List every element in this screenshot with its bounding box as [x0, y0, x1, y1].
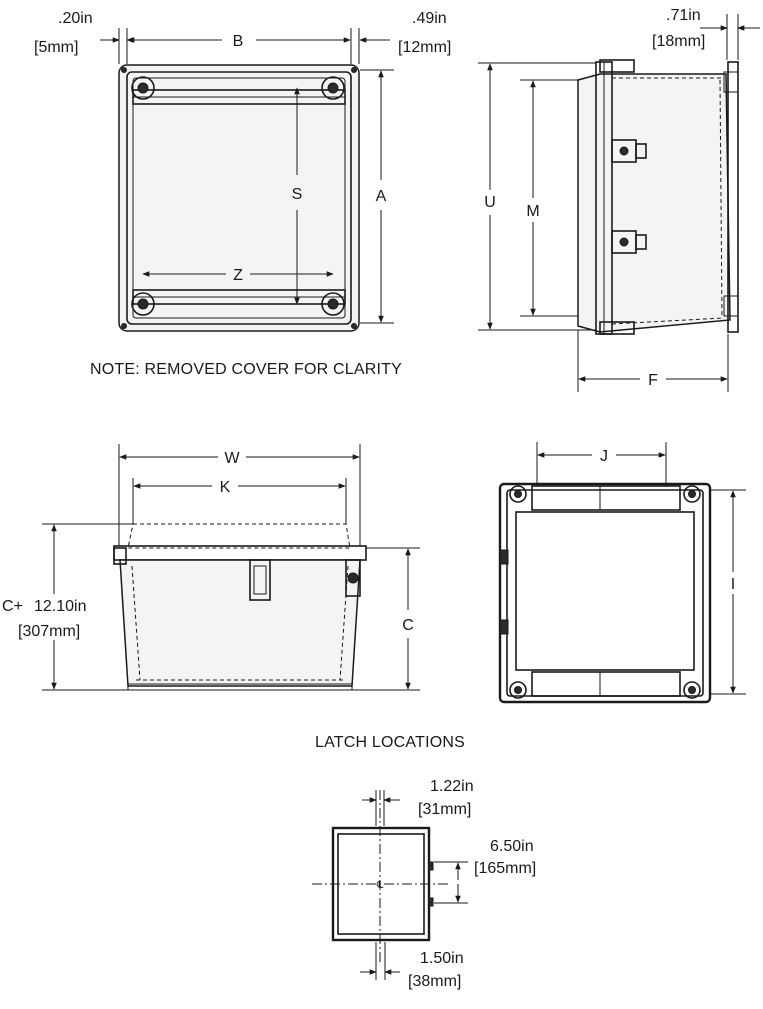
dim-c-plus-prefix: C+: [2, 598, 23, 615]
removed-cover-note: NOTE: REMOVED COVER FOR CLARITY: [90, 361, 402, 378]
dim-top-right-in: .49in: [412, 10, 447, 27]
dim-side-in: .71in: [666, 7, 701, 24]
latch-locations-title: LATCH LOCATIONS: [315, 734, 465, 751]
dim-f-label: F: [648, 372, 658, 389]
dim-u-label: U: [484, 194, 496, 211]
dim-w-label: W: [224, 450, 240, 467]
dim-k-label: K: [220, 479, 231, 496]
side-latch-lower: [611, 230, 647, 254]
dim-m-label: M: [526, 203, 539, 220]
dim-latch-c-in: 1.50in: [420, 950, 464, 967]
dim-c-label: C: [402, 617, 414, 634]
side-latch-upper: [611, 139, 647, 163]
dim-latch-b-in: 6.50in: [490, 838, 534, 855]
side-view: .71in [18mm] U M F: [478, 7, 760, 392]
dim-a-label: A: [376, 188, 387, 205]
dim-side-mm: [18mm]: [652, 33, 705, 50]
center-symbol: ℄: [376, 880, 384, 891]
dim-latch-a-in: 1.22in: [430, 778, 474, 795]
front-latch: [249, 559, 271, 601]
top-view: B .20in [5mm] .49in [12mm] S A Z NOTE: R…: [34, 10, 451, 378]
corner-boss-tl: [131, 76, 155, 100]
dim-top-left-in: .20in: [58, 10, 93, 27]
top-view-outer-flange: [118, 64, 360, 332]
dim-top-left-mm: [5mm]: [34, 39, 78, 56]
dim-i-label: I: [731, 576, 735, 593]
latch-detail-view: ℄ 1.22in [31mm] 6.50in [165mm] 1.50in [3…: [312, 778, 536, 990]
corner-boss-tr: [321, 76, 345, 100]
dim-latch-a-mm: [31mm]: [418, 801, 471, 818]
front-view: W K C C+ 12.10in [307mm]: [2, 444, 420, 691]
bottom-view: J I: [498, 442, 746, 704]
dim-top-right-mm: [12mm]: [398, 39, 451, 56]
dim-b-label: B: [233, 33, 244, 50]
dim-z-label: Z: [233, 267, 243, 284]
dim-c-plus-mm: [307mm]: [18, 623, 80, 640]
corner-boss-br: [321, 292, 345, 316]
dim-c-plus-in: 12.10in: [34, 598, 87, 615]
dim-latch-c-mm: [38mm]: [408, 973, 461, 990]
dim-s-label: S: [292, 186, 303, 203]
side-mount-flange: [727, 61, 739, 333]
dim-latch-b-mm: [165mm]: [474, 860, 536, 877]
dim-j-label: J: [600, 448, 608, 465]
corner-boss-bl: [131, 292, 155, 316]
